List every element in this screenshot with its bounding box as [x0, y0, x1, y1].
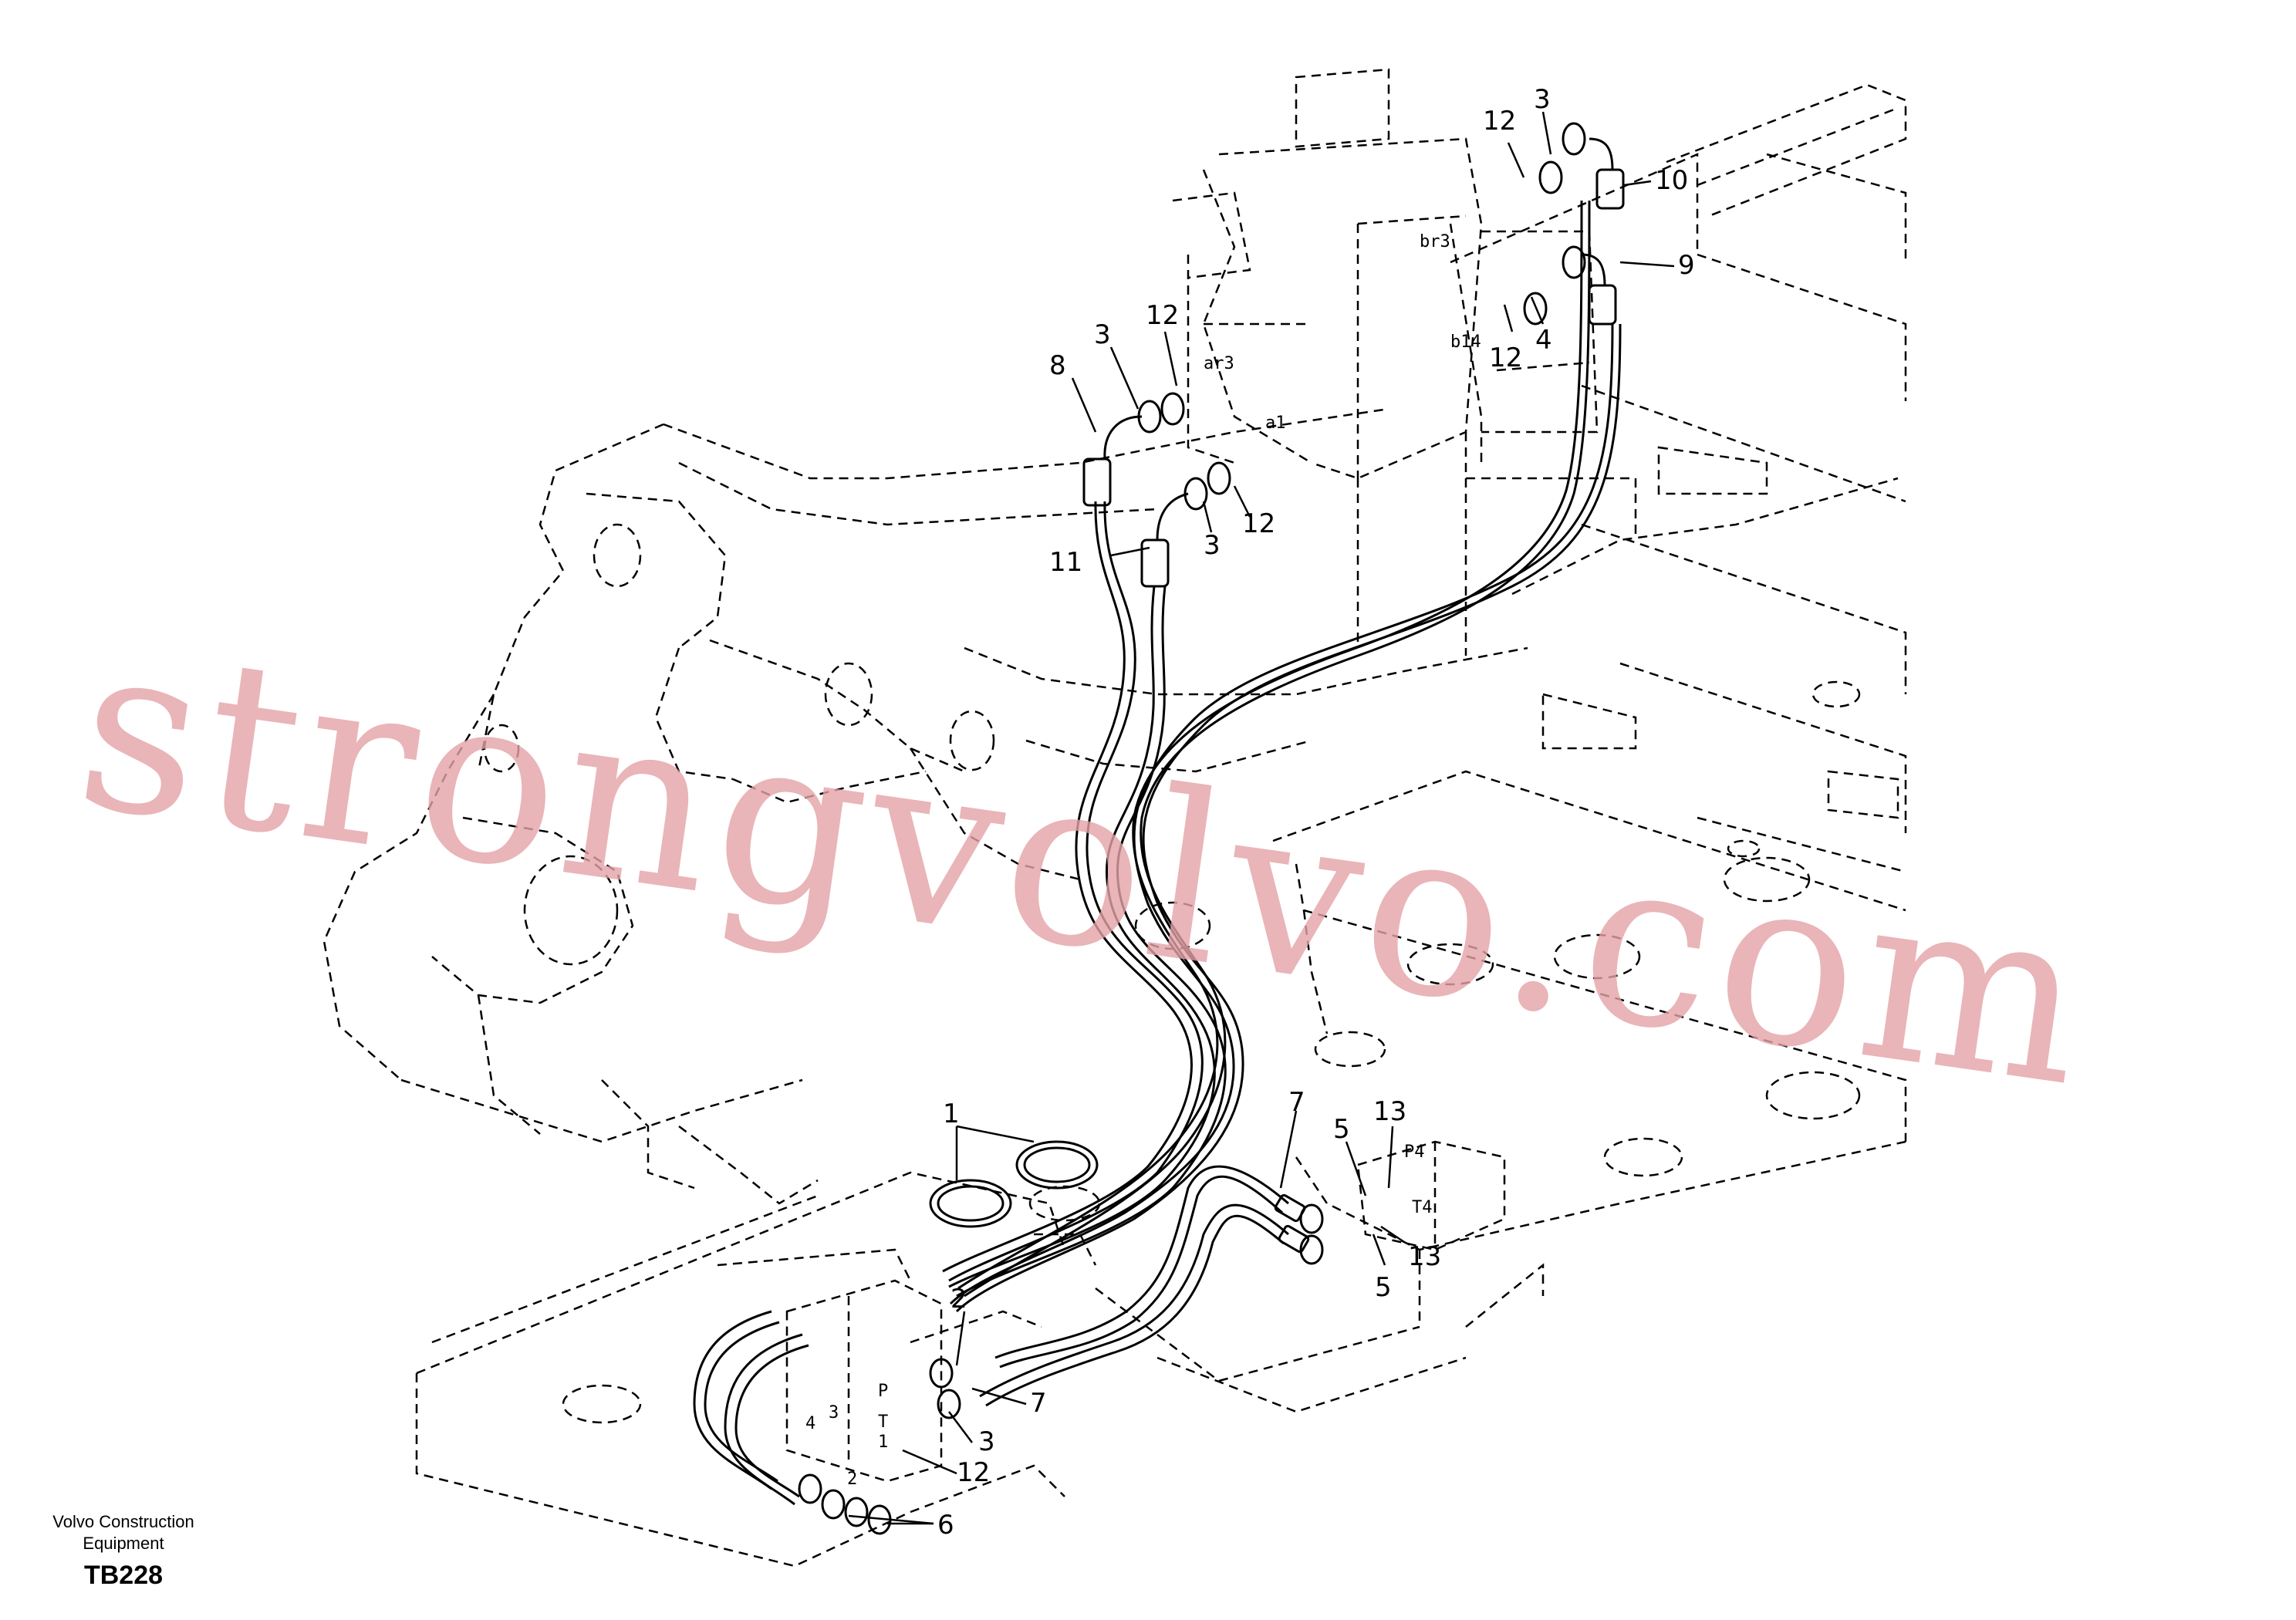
callout-7: 7	[1030, 1388, 1047, 1419]
footer: Volvo Construction Equipment TB228	[52, 1512, 194, 1590]
callout-5: 5	[1333, 1114, 1350, 1145]
port-4: 4	[805, 1414, 815, 1433]
port-p: P	[878, 1382, 888, 1401]
callout-12: 12	[1146, 300, 1179, 331]
callout-2: 2	[950, 1284, 967, 1315]
callout-3: 3	[978, 1426, 995, 1457]
callout-12: 12	[1483, 106, 1516, 137]
port-t4: T4	[1412, 1198, 1433, 1217]
port-2: 2	[847, 1470, 857, 1489]
callouts: 12 3 10 9 12 4 12 3 8 12 3 11 1 7 5 13 1…	[937, 84, 1695, 1541]
watermark: strongvolvo.com	[65, 590, 2106, 1139]
callout-12: 12	[1242, 508, 1275, 539]
company-name-line2: Equipment	[83, 1534, 164, 1553]
hose-clamps	[929, 901, 1211, 1228]
port-labels: br3 b14 ar3 a1 P4 T4 P T 4 3 1 2	[805, 232, 1481, 1489]
port-ar3: ar3	[1204, 354, 1234, 373]
fittings	[798, 122, 1625, 1535]
callout-3: 3	[1534, 84, 1551, 115]
callout-3: 3	[1094, 319, 1111, 350]
callout-7: 7	[1288, 1087, 1305, 1118]
callout-11: 11	[1049, 547, 1082, 578]
lower-valve-blocks	[717, 1140, 1506, 1483]
port-a1: a1	[1265, 413, 1286, 433]
callout-6: 6	[937, 1510, 954, 1541]
port-b14: b14	[1450, 332, 1481, 352]
leader-lines	[848, 111, 1675, 1525]
port-3: 3	[829, 1403, 839, 1423]
callout-12: 12	[957, 1457, 990, 1488]
callout-4: 4	[1535, 325, 1552, 356]
callout-9: 9	[1678, 250, 1695, 281]
callout-10: 10	[1655, 165, 1688, 196]
callout-8: 8	[1049, 350, 1066, 381]
control-valve-block	[1172, 68, 1637, 656]
callout-13: 13	[1408, 1241, 1441, 1272]
drawing-code: TB228	[84, 1561, 163, 1590]
company-name-line1: Volvo Construction	[52, 1512, 194, 1531]
callout-1: 1	[943, 1099, 960, 1129]
port-t: T	[878, 1412, 888, 1432]
callout-13: 13	[1373, 1096, 1406, 1127]
port-p4: P4	[1404, 1142, 1425, 1162]
hydraulic-hoses	[693, 200, 1622, 1506]
callout-5: 5	[1375, 1272, 1392, 1303]
frame-outlines	[322, 83, 1907, 1568]
port-br3: br3	[1420, 232, 1450, 251]
callout-12: 12	[1489, 343, 1522, 373]
callout-3: 3	[1204, 530, 1221, 561]
port-1: 1	[878, 1433, 888, 1452]
